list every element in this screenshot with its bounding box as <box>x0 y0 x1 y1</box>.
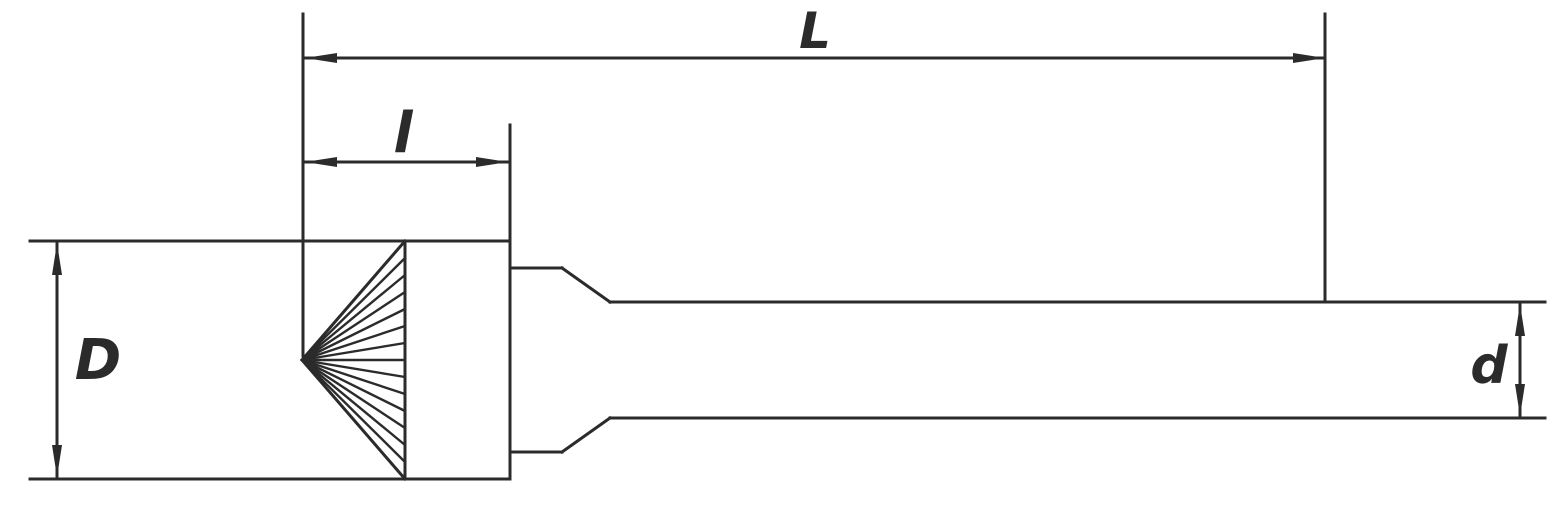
tool-outline <box>299 238 1547 482</box>
dim-D-arrow-bottom <box>52 445 62 477</box>
flute-line <box>300 290 407 362</box>
flute-line <box>300 324 407 362</box>
dim-D-arrow-top <box>52 243 62 275</box>
flute-line <box>300 358 407 413</box>
dimension-overall-length: L <box>301 2 1327 358</box>
cone-lower-edge <box>299 357 408 482</box>
head-cylinder <box>403 239 512 481</box>
dim-l-arrow-left <box>305 157 337 167</box>
cone-upper-edge <box>299 238 408 363</box>
flute-line <box>300 358 407 447</box>
label-shank-diameter: d <box>1470 336 1508 396</box>
flute-line <box>300 307 407 362</box>
dim-L-arrow-right <box>1293 53 1325 63</box>
label-head-diameter: D <box>75 328 121 393</box>
collar-taper <box>508 265 613 455</box>
flute-line <box>300 256 407 362</box>
label-overall-length: L <box>799 2 831 60</box>
flute-line <box>300 358 407 464</box>
cone-head <box>299 238 408 482</box>
dimension-cut-length: l <box>303 101 512 243</box>
shank <box>608 300 1547 420</box>
taper-top <box>559 265 613 305</box>
taper-bottom <box>559 415 613 455</box>
flute-line <box>300 358 407 379</box>
dim-d-arrow-top <box>1515 304 1525 336</box>
dimension-head-diameter: D <box>28 239 407 481</box>
dim-d-arrow-bottom <box>1515 384 1525 416</box>
label-cut-length: l <box>393 101 413 166</box>
cone-flutes <box>300 256 407 464</box>
dim-l-arrow-right <box>476 157 508 167</box>
flute-line <box>300 341 407 362</box>
flute-line <box>300 358 407 430</box>
flute-line <box>300 273 407 362</box>
dimension-shank-diameter: d <box>1470 302 1525 418</box>
flute-line <box>300 358 407 396</box>
dim-L-arrow-left <box>305 53 337 63</box>
